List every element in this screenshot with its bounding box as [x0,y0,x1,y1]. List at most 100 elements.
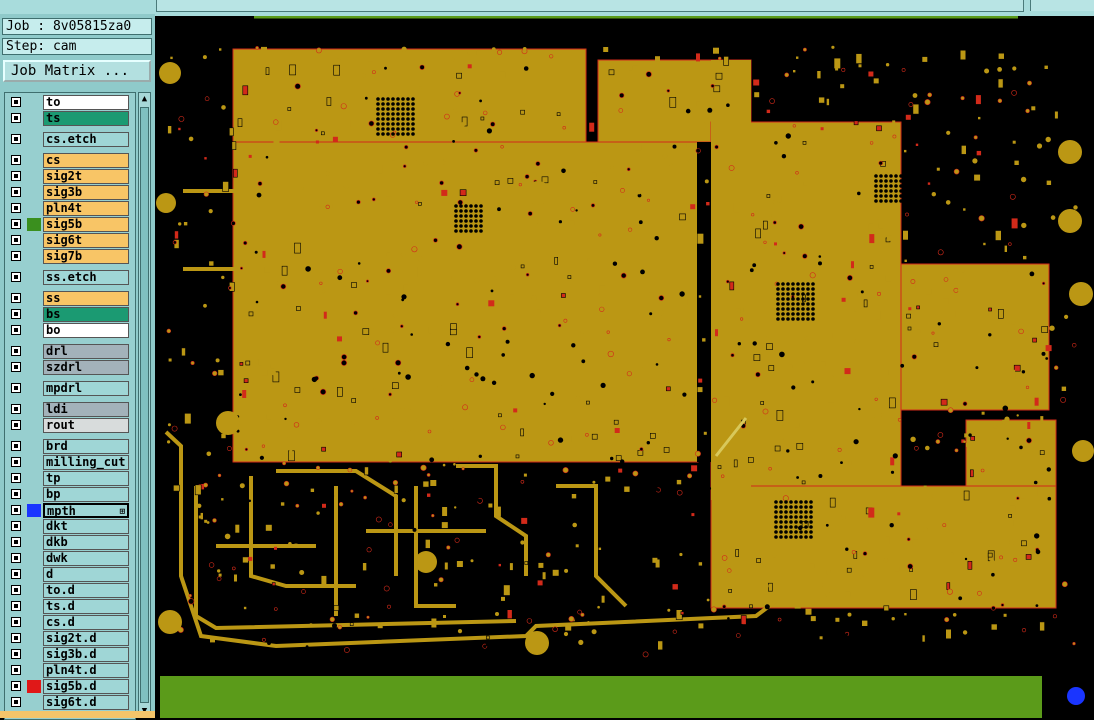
layer-row-brd[interactable]: brd [7,439,131,454]
layer-row-ldi[interactable]: ldi [7,402,131,417]
checkbox-icon[interactable] [11,113,21,123]
layer-name[interactable]: sig3b.d [43,647,129,662]
checkbox-icon[interactable] [11,681,21,691]
layer-row-ss-etch[interactable]: ss.etch [7,270,131,285]
job-matrix-button[interactable]: Job Matrix ... [3,60,151,82]
layer-row-dkb[interactable]: dkb [7,535,131,550]
layer-name[interactable]: ts [43,111,129,126]
layer-name[interactable]: ldi [43,402,129,417]
layer-row-cs[interactable]: cs [7,153,131,168]
layer-row-rout[interactable]: rout [7,418,131,433]
checkbox-icon[interactable] [11,155,21,165]
layer-name[interactable]: bs [43,307,129,322]
layer-name[interactable]: drl [43,344,129,359]
layer-row-ts-d[interactable]: ts.d [7,599,131,614]
layer-name[interactable]: d [43,567,129,582]
layer-name[interactable]: sig7b [43,249,129,264]
layer-row-cs-d[interactable]: cs.d [7,615,131,630]
checkbox-icon[interactable] [11,346,21,356]
layer-name[interactable]: sig5b.d [43,679,129,694]
layer-name[interactable]: brd [43,439,129,454]
layer-row-bs[interactable]: bs [7,307,131,322]
layer-name[interactable]: pln4t [43,201,129,216]
layer-row-tp[interactable]: tp [7,471,131,486]
layer-row-d[interactable]: d [7,567,131,582]
checkbox-icon[interactable] [11,251,21,261]
checkbox-icon[interactable] [11,601,21,611]
checkbox-icon[interactable] [11,134,21,144]
layer-row-sig7b[interactable]: sig7b [7,249,131,264]
checkbox-icon[interactable] [11,521,21,531]
checkbox-icon[interactable] [11,489,21,499]
layer-name[interactable]: sig5b [43,217,129,232]
layer-name[interactable]: bo [43,323,129,338]
layer-row-sig3b-d[interactable]: sig3b.d [7,647,131,662]
checkbox-icon[interactable] [11,585,21,595]
layer-row-sig3b[interactable]: sig3b [7,185,131,200]
layer-row-ts[interactable]: ts [7,111,131,126]
layer-row-pln4t-d[interactable]: pln4t.d [7,663,131,678]
layer-name[interactable]: bp [43,487,129,502]
layer-row-sig5b-d[interactable]: sig5b.d [7,679,131,694]
layer-name[interactable]: to.d [43,583,129,598]
checkbox-icon[interactable] [11,235,21,245]
checkbox-icon[interactable] [11,404,21,414]
layer-name[interactable]: cs.etch [43,132,129,147]
command-field[interactable] [156,0,1024,12]
layer-name[interactable]: szdrl [43,360,129,375]
checkbox-icon[interactable] [11,553,21,563]
layer-row-cs-etch[interactable]: cs.etch [7,132,131,147]
checkbox-icon[interactable] [11,420,21,430]
layer-name[interactable]: ss.etch [43,270,129,285]
layer-name[interactable]: sig6t.d [43,695,129,710]
checkbox-icon[interactable] [11,649,21,659]
checkbox-icon[interactable] [11,362,21,372]
layer-row-milling-cut[interactable]: milling_cut [7,455,131,470]
checkbox-icon[interactable] [11,537,21,547]
layer-name[interactable]: milling_cut [43,455,129,470]
layer-row-mpdrl[interactable]: mpdrl [7,381,131,396]
layer-name[interactable]: mpdrl [43,381,129,396]
layer-row-to[interactable]: to [7,95,131,110]
checkbox-icon[interactable] [11,441,21,451]
checkbox-icon[interactable] [11,457,21,467]
up-arrow-icon[interactable]: ▲ [141,94,148,104]
layer-row-sig6t[interactable]: sig6t [7,233,131,248]
layer-row-ss[interactable]: ss [7,291,131,306]
checkbox-icon[interactable] [11,219,21,229]
layer-row-sig5b[interactable]: sig5b [7,217,131,232]
checkbox-icon[interactable] [11,617,21,627]
checkbox-icon[interactable] [11,187,21,197]
layer-row-sig2t[interactable]: sig2t [7,169,131,184]
checkbox-icon[interactable] [11,665,21,675]
layer-name[interactable]: mpth⊞ [43,503,129,518]
layer-name[interactable]: dwk [43,551,129,566]
checkbox-icon[interactable] [11,633,21,643]
checkbox-icon[interactable] [11,505,21,515]
layer-row-bo[interactable]: bo [7,323,131,338]
pcb-graphic-canvas[interactable] [156,16,1094,718]
layer-name[interactable]: sig2t.d [43,631,129,646]
layer-row-to-d[interactable]: to.d [7,583,131,598]
layer-name[interactable]: to [43,95,129,110]
layer-name[interactable]: ss [43,291,129,306]
expand-icon[interactable]: ⊞ [119,507,125,517]
checkbox-icon[interactable] [11,473,21,483]
layer-name[interactable]: ts.d [43,599,129,614]
layer-row-mpth[interactable]: mpth⊞ [7,503,131,518]
layer-name[interactable]: tp [43,471,129,486]
layer-name[interactable]: sig3b [43,185,129,200]
layer-name[interactable]: cs [43,153,129,168]
layer-row-bp[interactable]: bp [7,487,131,502]
layer-name[interactable]: dkt [43,519,129,534]
layer-row-szdrl[interactable]: szdrl [7,360,131,375]
checkbox-icon[interactable] [11,272,21,282]
layer-name[interactable]: pln4t.d [43,663,129,678]
layer-row-pln4t[interactable]: pln4t [7,201,131,216]
layer-name[interactable]: sig2t [43,169,129,184]
checkbox-icon[interactable] [11,309,21,319]
layer-list-scrollbar[interactable]: ▲ ▼ [138,92,151,718]
layer-row-drl[interactable]: drl [7,344,131,359]
checkbox-icon[interactable] [11,171,21,181]
checkbox-icon[interactable] [11,203,21,213]
